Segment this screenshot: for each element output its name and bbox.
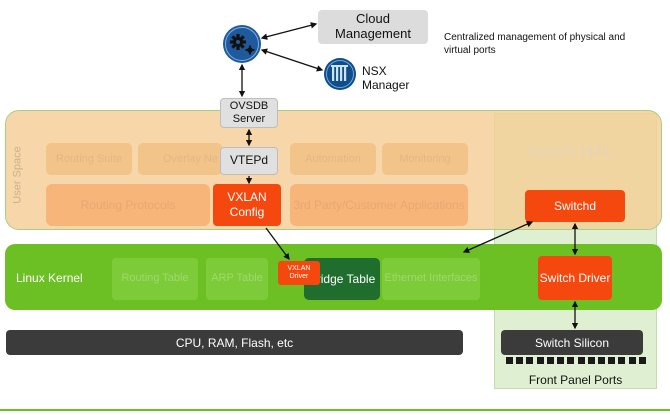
third-party-apps-box: 3rd Party/Customer Applications <box>290 184 468 226</box>
port-icon <box>587 357 595 364</box>
port-icon <box>608 357 616 364</box>
arp-table-box: ARP Table <box>206 258 268 300</box>
automation-box: Automation <box>290 143 376 175</box>
ovsdb-server-box: OVSDB Server <box>220 98 278 128</box>
switch-silicon-box: Switch Silicon <box>501 330 643 355</box>
switch-hal-label: Switch HAL <box>526 142 614 161</box>
port-icon <box>506 357 513 364</box>
nsx-manager-icon <box>324 58 356 90</box>
front-panel-ports-label: Front Panel Ports <box>528 373 623 387</box>
overlay-box: Overlay Ne <box>138 143 222 175</box>
centralized-management-note: Centralized management of physical and v… <box>444 32 626 56</box>
port-icon <box>516 357 524 364</box>
bottom-divider <box>0 409 670 411</box>
routing-protocols-box: Routing Protocols <box>46 184 210 226</box>
port-icon <box>567 357 575 364</box>
vxlan-config-driver-arrow <box>265 227 290 261</box>
switchd-bridge-arrow <box>462 221 534 253</box>
controller-nsx-arrow <box>260 48 324 72</box>
vtepd-box: VTEPd <box>220 147 278 175</box>
port-icon <box>638 357 646 364</box>
vxlan-driver-box: VXLAN Driver <box>278 261 320 285</box>
port-icon <box>618 357 626 364</box>
monitoring-box: Monitoring <box>382 143 468 175</box>
port-icon <box>557 357 565 364</box>
gear-controller-icon <box>223 25 261 63</box>
port-icon <box>597 357 605 364</box>
port-icon <box>526 357 534 364</box>
vxlan-config-box: VXLAN Config <box>213 184 281 226</box>
port-icon <box>577 357 585 364</box>
controller-cloud-arrow <box>260 22 318 40</box>
switch-driver-box: Switch Driver <box>538 256 612 300</box>
port-icon <box>536 357 544 364</box>
cloud-management-box: Cloud Management <box>318 10 428 44</box>
linux-kernel-label: Linux Kernel <box>16 271 83 285</box>
nsx-manager-label: NSX Manager <box>362 64 410 93</box>
ethernet-interfaces-box: Ethernet Interfaces <box>382 258 480 300</box>
port-icon <box>546 357 554 364</box>
routing-table-box: Routing Table <box>112 258 198 300</box>
cpu-ram-flash-bar: CPU, RAM, Flash, etc <box>6 330 463 355</box>
front-panel-port-row <box>506 357 646 365</box>
routing-suite-box: Routing Suite <box>46 143 132 175</box>
port-icon <box>628 357 636 364</box>
switchd-box: Switchd <box>525 190 625 222</box>
